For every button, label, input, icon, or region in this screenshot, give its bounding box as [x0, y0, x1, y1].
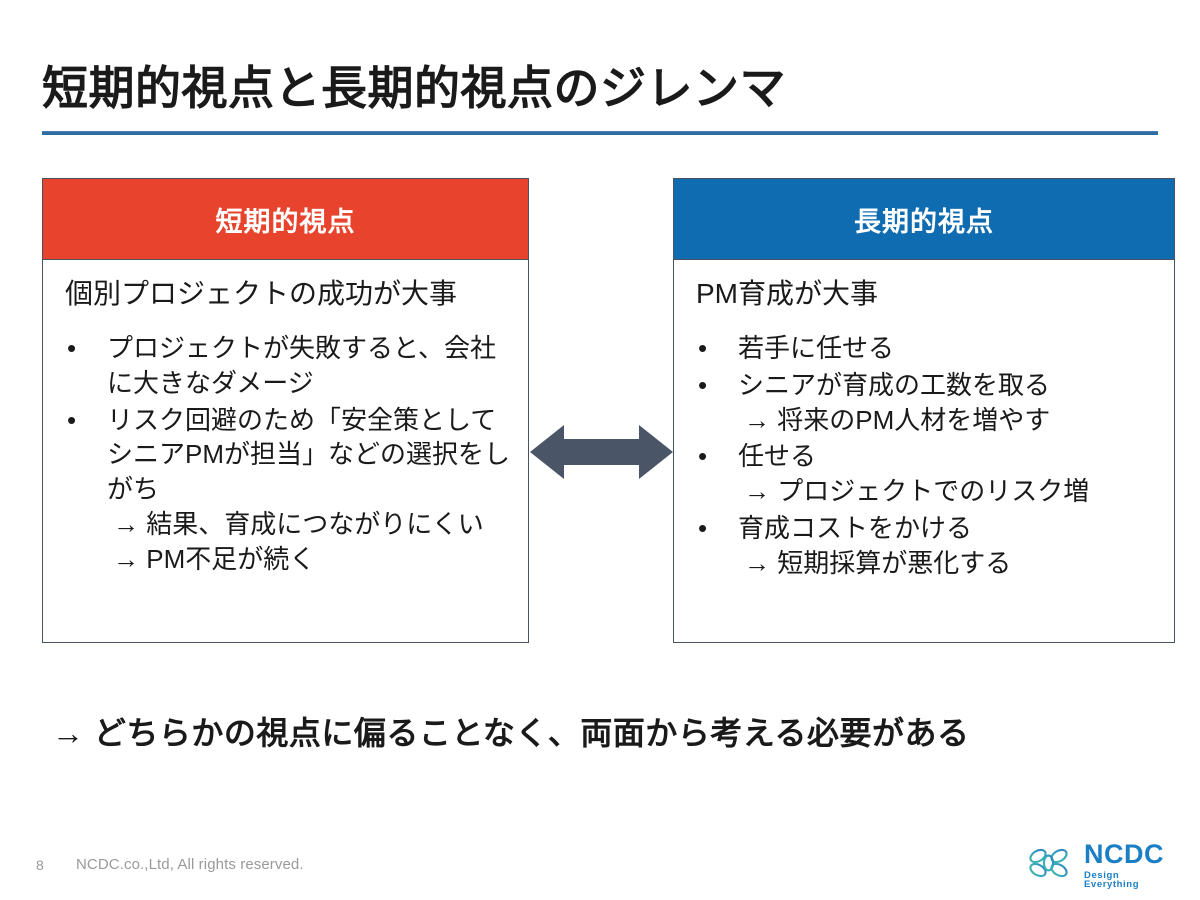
ncdc-logo: NCDC Design Everything: [1029, 838, 1175, 890]
list-item: • 育成コストをかける → 短期採算が悪化する: [688, 511, 1160, 581]
list-item-text: リスク回避のため「安全策としてシニアPMが担当」などの選択をしがち: [107, 404, 511, 505]
bullet-list-long-term: • 若手に任せる • シニアが育成の工数を取る → 将来のPM人材を増やす • …: [688, 331, 1160, 581]
bullet-dot-icon: •: [67, 333, 77, 363]
list-item: • シニアが育成の工数を取る → 将来のPM人材を増やす: [688, 368, 1160, 438]
card-lead-long-term: PM育成が大事: [696, 278, 879, 309]
page-number: 8: [36, 857, 44, 873]
double-headed-arrow-icon: [530, 421, 673, 483]
list-item-text: 任せる: [738, 441, 817, 472]
list-item: • 任せる → プロジェクトでのリスク増: [688, 439, 1160, 509]
list-item: • プロジェクトが失敗すると、会社に大きなダメージ: [57, 331, 514, 401]
card-lead-short-term: 個別プロジェクトの成功が大事: [65, 278, 458, 309]
list-item-subtext: → 短期採算が悪化する: [744, 547, 1012, 578]
ncdc-tagline: Design Everything: [1084, 869, 1140, 890]
ncdc-logo-text: NCDC Design Everything: [1084, 838, 1175, 890]
bullet-dot-icon: •: [698, 441, 708, 472]
title-divider: [42, 131, 1158, 135]
ncdc-wordmark: NCDC: [1084, 838, 1164, 869]
card-header-short-term: 短期的視点: [43, 179, 528, 260]
list-item-subtext: → PM不足が続く: [113, 543, 316, 574]
list-item-text: プロジェクトが失敗すると、会社に大きなダメージ: [107, 333, 496, 398]
copyright-text: NCDC.co.,Ltd, All rights reserved.: [76, 856, 304, 873]
list-item: • リスク回避のため「安全策としてシニアPMが担当」などの選択をしがち → 結果…: [57, 403, 514, 577]
list-item-subtext: → 結果、育成につながりにくい: [113, 509, 484, 540]
list-item: • 若手に任せる: [688, 331, 1160, 366]
bullet-dot-icon: •: [67, 404, 77, 435]
list-item-subtext: → 将来のPM人材を増やす: [744, 404, 1051, 435]
card-body-long-term: PM育成が大事 • 若手に任せる • シニアが育成の工数を取る → 将来のPM人…: [674, 260, 1174, 642]
list-item-text: 育成コストをかける: [738, 513, 973, 544]
card-body-short-term: 個別プロジェクトの成功が大事 • プロジェクトが失敗すると、会社に大きなダメージ…: [43, 260, 528, 642]
bullet-dot-icon: •: [698, 513, 708, 544]
list-item-text: 若手に任せる: [738, 333, 895, 363]
card-short-term: 短期的視点 個別プロジェクトの成功が大事 • プロジェクトが失敗すると、会社に大…: [42, 178, 529, 643]
page-title: 短期的視点と長期的視点のジレンマ: [42, 62, 786, 114]
card-header-long-term: 長期的視点: [674, 179, 1174, 260]
conclusion-text: → どちらかの視点に偏ることなく、両面から考える必要がある: [52, 715, 970, 751]
bullet-dot-icon: •: [698, 333, 708, 363]
list-item-text: シニアが育成の工数を取る: [738, 369, 1051, 400]
bullet-dot-icon: •: [698, 369, 708, 400]
ncdc-flower-mark-icon: [1029, 846, 1077, 885]
list-item-subtext: → プロジェクトでのリスク増: [744, 476, 1090, 507]
bullet-list-short-term: • プロジェクトが失敗すると、会社に大きなダメージ • リスク回避のため「安全策…: [57, 331, 514, 577]
card-long-term: 長期的視点 PM育成が大事 • 若手に任せる • シニアが育成の工数を取る → …: [673, 178, 1175, 643]
